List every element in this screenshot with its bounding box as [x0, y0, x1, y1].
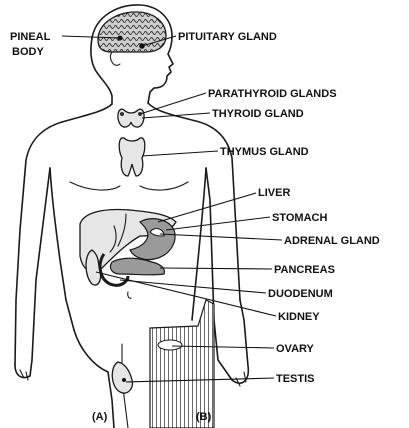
thyroid-gland-shape [118, 109, 144, 127]
panel-label-b: (B) [196, 411, 212, 423]
label-pineal: PINEAL [10, 31, 51, 43]
label-kidney: KIDNEY [278, 311, 320, 323]
testis-shape [112, 362, 132, 393]
label-thymus-gland: THYMUS GLAND [220, 146, 309, 158]
label-thyroid-gland: THYROID GLAND [212, 108, 304, 120]
female-pelvis-panel [150, 300, 214, 428]
brain [98, 12, 166, 52]
label-parathyroid-glands: PARATHYROID GLANDS [208, 88, 337, 100]
label-liver: LIVER [258, 187, 290, 199]
thymus-gland-shape [119, 138, 145, 176]
label-adrenal-gland: ADRENAL GLAND [284, 235, 380, 247]
label-stomach: STOMACH [272, 212, 327, 224]
label-body: BODY [12, 46, 44, 58]
label-duodenum: DUODENUM [268, 288, 333, 300]
label-pituitary-gland: PITUITARY GLAND [178, 31, 277, 43]
panel-label-a: (A) [92, 411, 108, 423]
ovary-shape [158, 340, 182, 350]
label-pancreas: PANCREAS [274, 264, 335, 276]
pancreas-shape [110, 258, 164, 275]
label-ovary: OVARY [276, 343, 315, 355]
label-testis: TESTIS [276, 373, 315, 385]
